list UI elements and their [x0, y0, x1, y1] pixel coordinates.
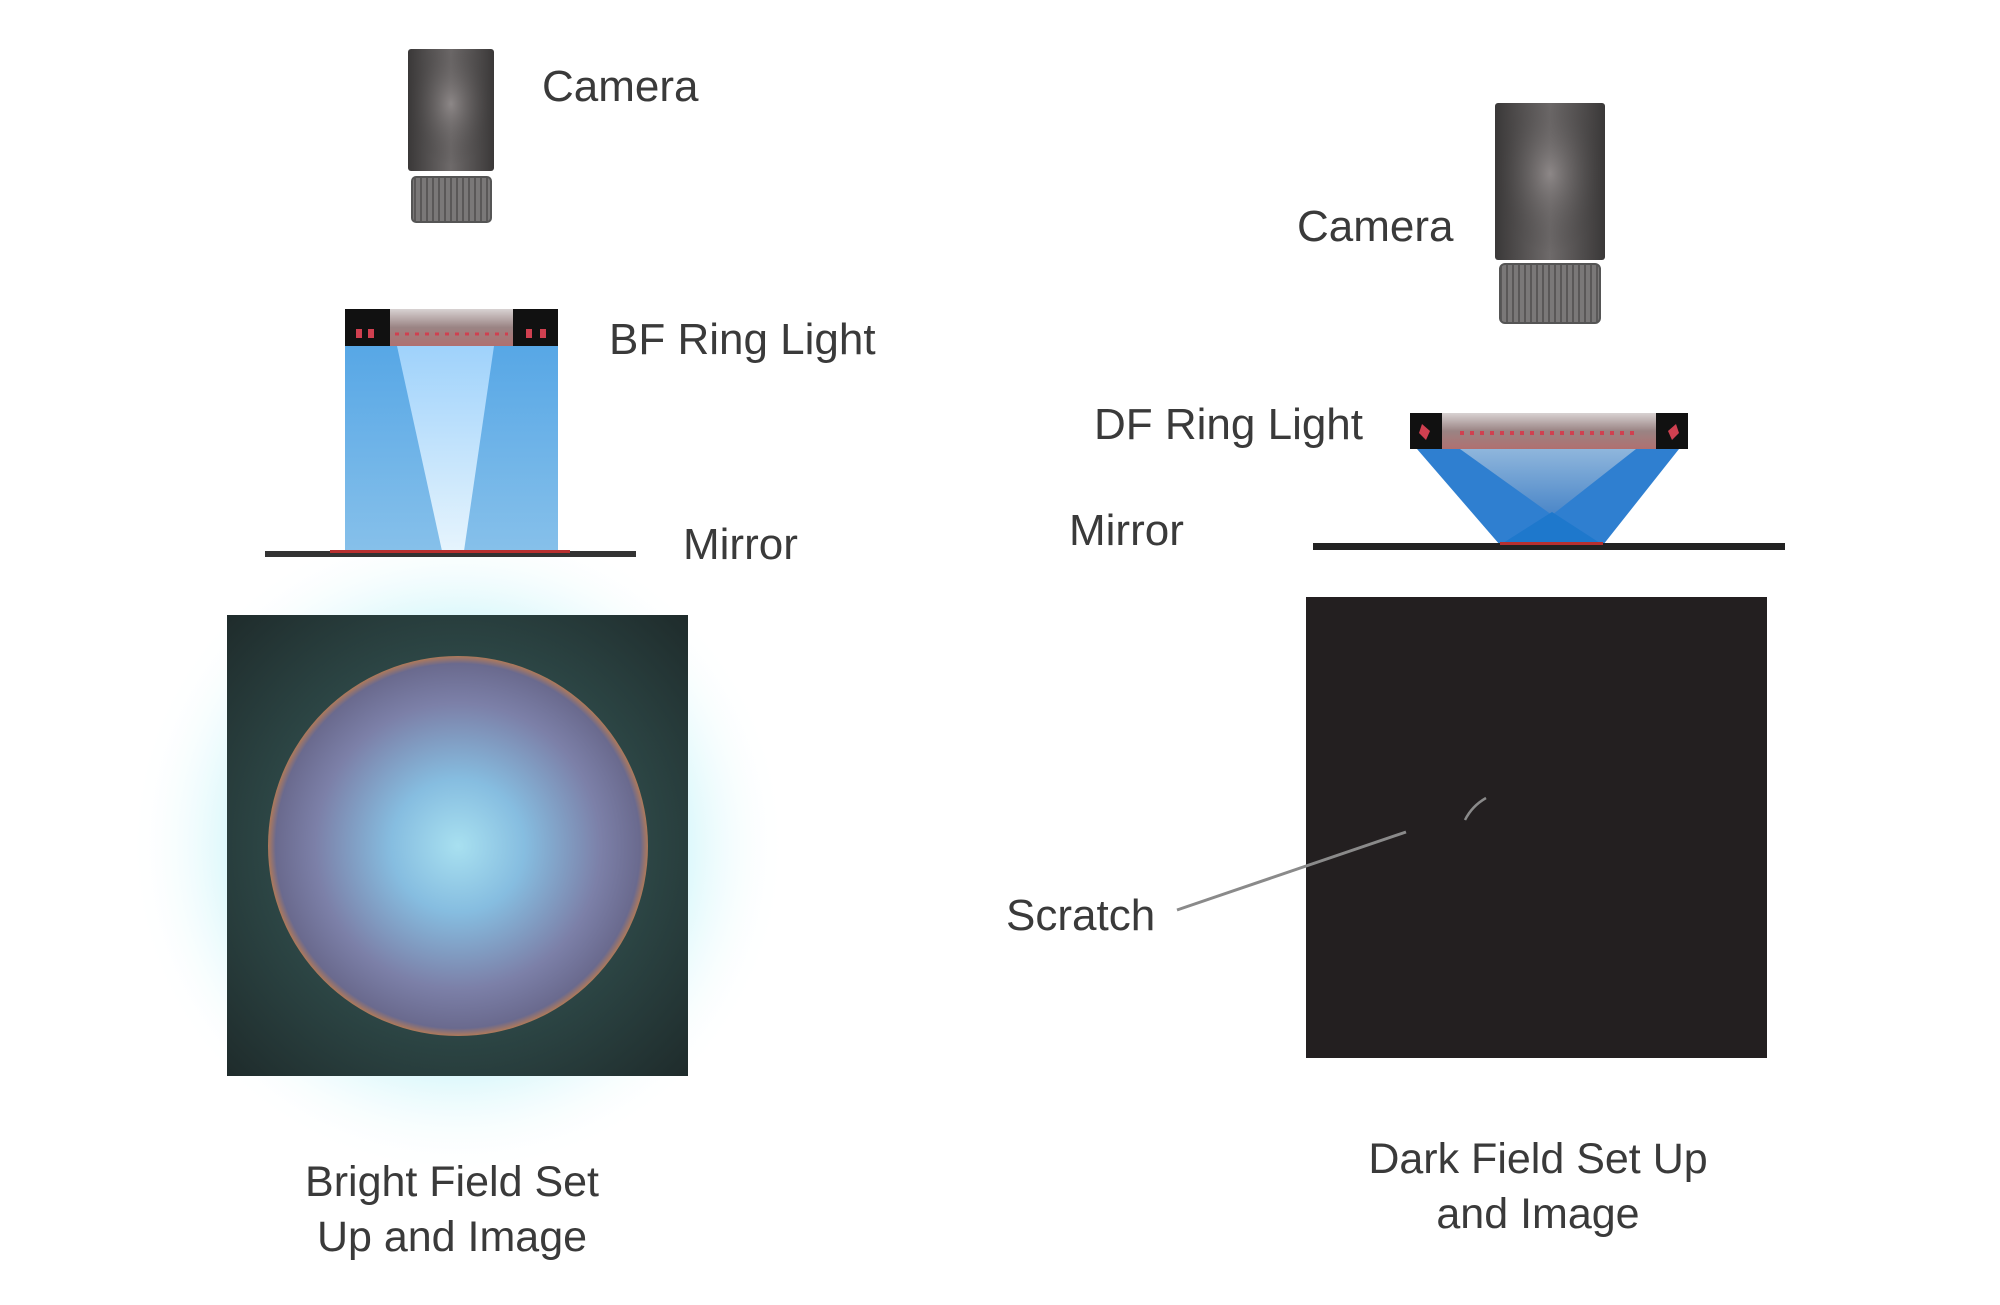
bf-camera-icon	[408, 49, 494, 223]
df-camera-icon	[1495, 103, 1605, 324]
df-mirror-label: Mirror	[1069, 506, 1184, 555]
bf-mirror-reflection	[330, 550, 570, 553]
bf-camera-label: Camera	[542, 62, 699, 111]
df-caption-line2: and Image	[1436, 1190, 1640, 1238]
scratch-label: Scratch	[1006, 891, 1156, 940]
df-mirror	[1313, 543, 1785, 550]
df-light-beam	[1417, 449, 1679, 545]
bf-mirror	[265, 551, 636, 557]
bf-caption: Bright Field Set Up and Image	[305, 1155, 599, 1265]
df-camera-label: Camera	[1297, 202, 1454, 251]
scratch-leader-line	[1176, 830, 1407, 912]
df-ring-light-label: DF Ring Light	[1094, 400, 1364, 449]
bf-image	[227, 615, 688, 1076]
bf-mirror-label: Mirror	[683, 520, 798, 569]
bf-ring-light-icon	[345, 309, 558, 346]
bf-light-beam	[345, 346, 558, 551]
bf-ring-light-label: BF Ring Light	[609, 315, 876, 364]
df-caption-line1: Dark Field Set Up	[1368, 1135, 1708, 1183]
df-mirror-reflection	[1500, 542, 1603, 545]
df-image	[1306, 597, 1767, 1058]
bf-caption-line2: Up and Image	[316, 1213, 588, 1261]
df-ring-light-icon	[1410, 413, 1688, 449]
scratch-mark	[1463, 796, 1487, 821]
bf-caption-line1: Bright Field Set	[305, 1158, 599, 1206]
df-caption: Dark Field Set Up and Image	[1368, 1132, 1707, 1242]
